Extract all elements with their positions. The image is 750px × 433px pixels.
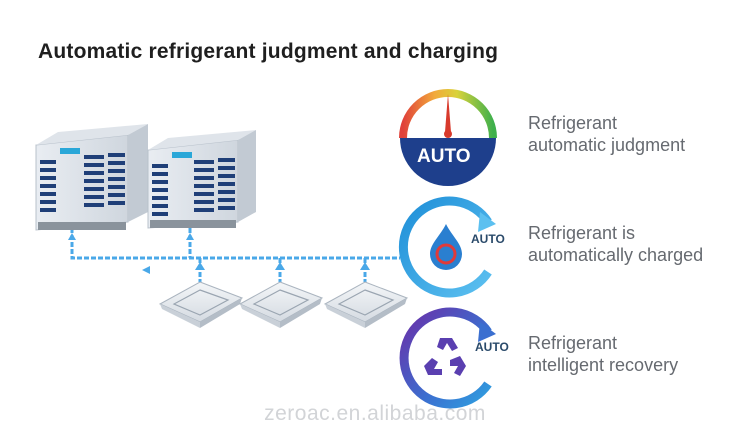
- page-title: Automatic refrigerant judgment and charg…: [38, 40, 499, 63]
- outdoor-unit-1: [35, 124, 148, 231]
- feature-judgment: Refrigerant automatic judgment: [528, 112, 685, 156]
- feature-charging-line2: automatically charged: [528, 245, 704, 265]
- refrigerant-pipe: [70, 228, 400, 282]
- feature-recovery-line2: intelligent recovery: [528, 355, 679, 375]
- recycle-icon: [424, 338, 466, 376]
- gauge-auto-label: AUTO: [417, 146, 471, 167]
- outdoor-unit-2: [147, 130, 256, 229]
- gauge-icon: [399, 89, 497, 186]
- feature-judgment-line2: automatic judgment: [528, 135, 686, 155]
- feature-recovery-line1: Refrigerant: [528, 333, 618, 353]
- recovery-auto-label: AUTO: [475, 340, 509, 354]
- feature-charging-line1: Refrigerant is: [528, 223, 636, 243]
- indoor-unit-1: [158, 281, 244, 328]
- recovery-cycle-icon: [399, 307, 496, 409]
- watermark: zeroac.en.alibaba.com: [264, 402, 486, 425]
- feature-judgment-line1: Refrigerant: [528, 113, 618, 133]
- flow-arrows: [68, 233, 370, 274]
- charge-auto-label: AUTO: [471, 232, 505, 246]
- indoor-unit-3: [323, 281, 409, 328]
- charge-cycle-icon: [398, 196, 496, 298]
- feature-recovery: Refrigerant intelligent recovery: [528, 332, 678, 376]
- drop-icon: [430, 224, 462, 270]
- feature-charging: Refrigerant is automatically charged: [528, 222, 703, 266]
- indoor-unit-2: [238, 281, 324, 328]
